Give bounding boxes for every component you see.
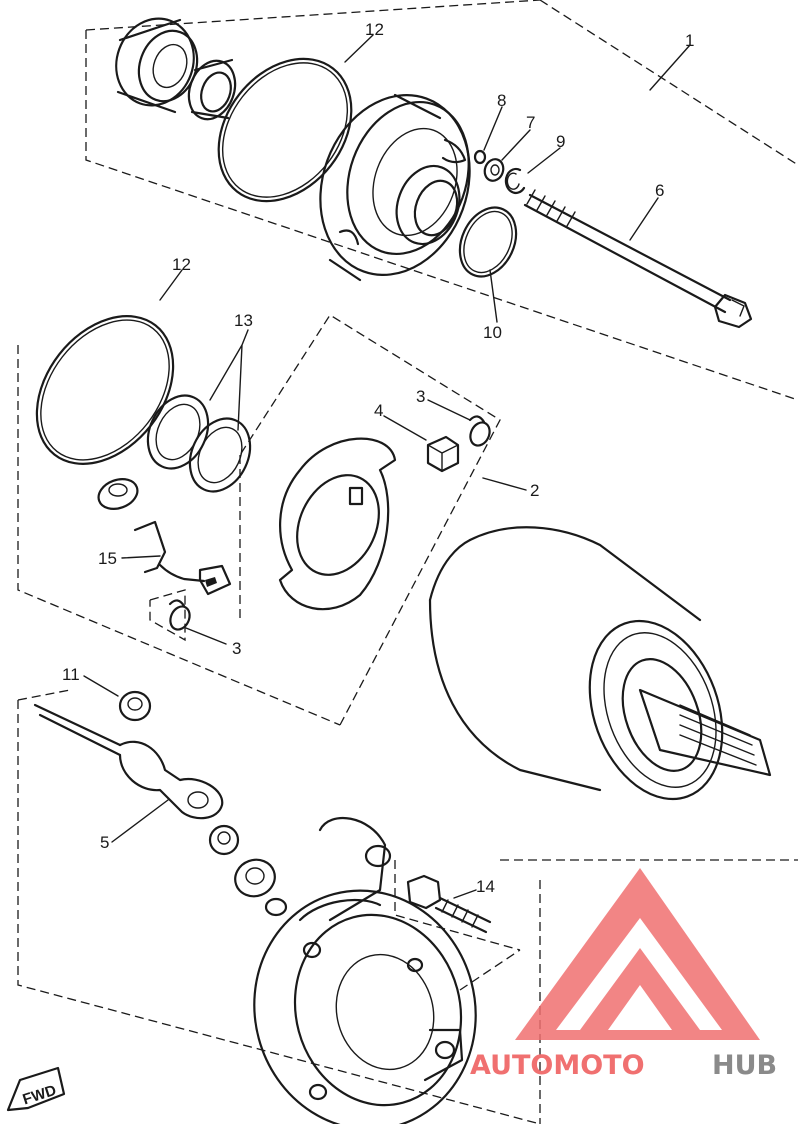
o-ring-10 <box>458 206 518 278</box>
insulator-nut <box>97 478 139 510</box>
circlip-9 <box>504 167 526 195</box>
callout-15: 15 <box>98 549 117 568</box>
assembly-boundaries <box>17 0 799 1124</box>
callout-6: 6 <box>655 181 664 200</box>
automotohub-logo: AUTOMOTO HUB <box>470 868 777 1081</box>
logo-text-automoto: AUTOMOTO <box>470 1050 645 1081</box>
washer-5c <box>234 858 276 898</box>
washer-7 <box>483 158 505 182</box>
front-cover <box>319 93 471 282</box>
oil-seal <box>187 58 237 121</box>
callout-12-lower: 12 <box>172 255 191 274</box>
callout-8: 8 <box>497 91 506 110</box>
nut-5b <box>208 824 240 856</box>
brush-4 <box>426 435 460 473</box>
spring-3-upper <box>468 415 491 447</box>
o-ring-upper <box>217 57 353 203</box>
brush-plate-2 <box>278 437 397 611</box>
callout-12-upper: 12 <box>365 20 384 39</box>
nut-11 <box>118 690 152 722</box>
washer-8 <box>473 149 487 165</box>
callout-labels: 1 12 8 7 9 6 10 12 13 3 4 2 15 3 11 5 14 <box>62 20 694 896</box>
rear-cover <box>253 816 477 1124</box>
terminal-cable-5 <box>33 703 224 820</box>
callout-7: 7 <box>526 113 535 132</box>
callout-14: 14 <box>476 877 495 896</box>
terminal-bolt-15 <box>133 520 232 596</box>
logo-text-hub: HUB <box>712 1050 777 1081</box>
callout-3-upper: 3 <box>416 387 425 406</box>
callout-11: 11 <box>62 665 80 684</box>
callout-4: 4 <box>374 401 383 420</box>
bearing <box>115 17 199 114</box>
callout-9: 9 <box>556 132 565 151</box>
callout-10: 10 <box>483 323 502 342</box>
callout-1: 1 <box>685 31 694 50</box>
through-bolt-6 <box>523 189 753 329</box>
o-ring-small <box>264 897 288 917</box>
yoke-armature <box>428 526 772 801</box>
fwd-direction-arrow: FWD <box>6 1066 66 1112</box>
leader-lines <box>83 34 691 899</box>
callout-2: 2 <box>530 481 539 500</box>
spring-3-lower <box>168 599 191 631</box>
shims-13 <box>146 394 252 493</box>
callout-13: 13 <box>234 311 253 330</box>
callout-5: 5 <box>100 833 109 852</box>
callout-3-lower: 3 <box>232 639 241 658</box>
